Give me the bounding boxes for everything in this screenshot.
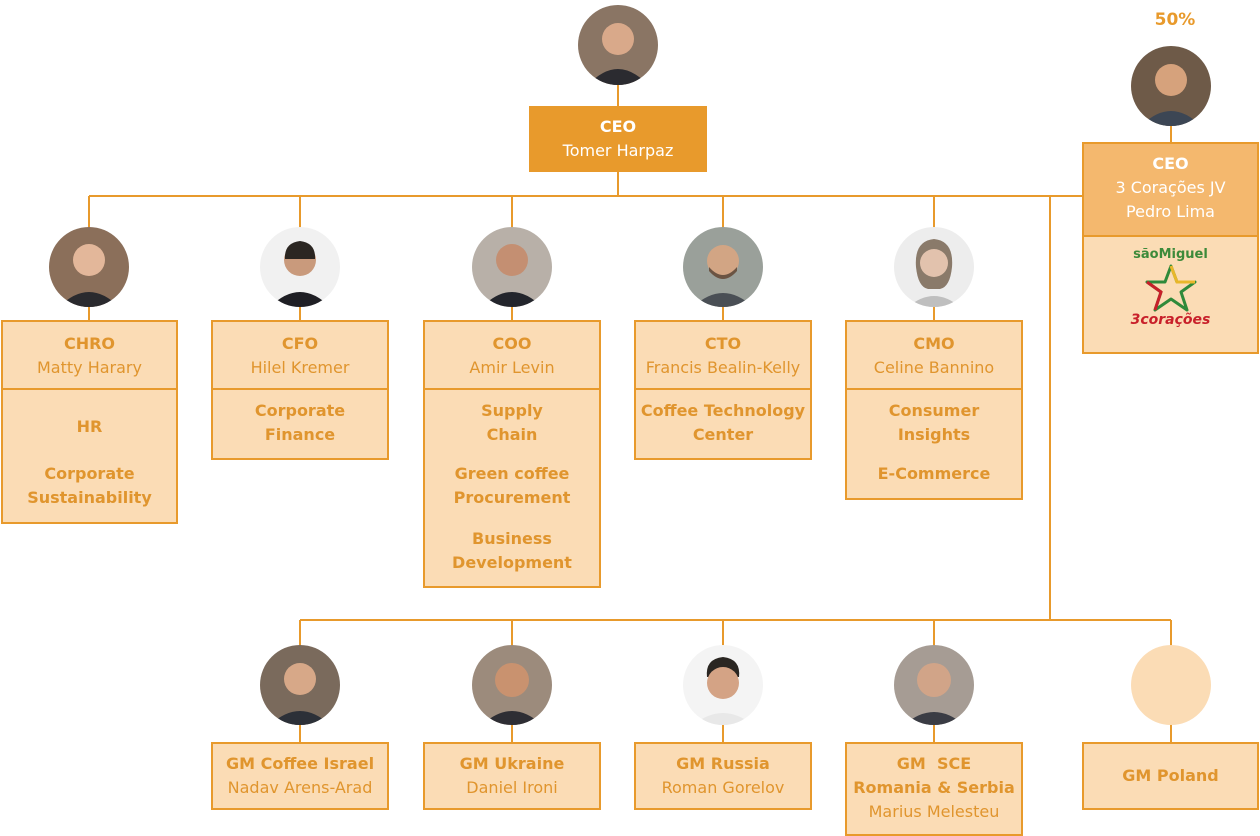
gm-israel-title: GM Coffee Israel xyxy=(225,754,375,773)
unit-corporate-finance: Corporate Finance xyxy=(254,401,346,444)
chro-name: Matty Harary xyxy=(37,358,142,377)
gm-russia-box: GM Russia Roman Gorelov xyxy=(634,742,812,810)
cmo-avatar xyxy=(894,227,974,307)
chro-header: CHRO Matty Harary xyxy=(3,322,176,390)
jv-name: Pedro Lima xyxy=(1126,202,1215,221)
unit-hr: HR xyxy=(76,417,103,436)
coo-avatar xyxy=(472,227,552,307)
cfo-header: CFO Hilel Kremer xyxy=(213,322,387,390)
tres-coracoes-logo: 3corações xyxy=(1130,312,1211,328)
cto-avatar xyxy=(683,227,763,307)
gm-ukraine-title: GM Ukraine xyxy=(459,754,565,773)
cto-units: Coffee Technology Center xyxy=(636,390,810,447)
coo-units: Supply Chain Green coffee Procurement Bu… xyxy=(425,390,599,575)
chro-avatar xyxy=(49,227,129,307)
ceo-role: CEO xyxy=(599,117,637,136)
gm-russia-title: GM Russia xyxy=(676,754,770,773)
stake-label: 50% xyxy=(1154,10,1196,30)
gm-israel-avatar xyxy=(260,645,340,725)
jv-logos: sãoMiguel 3corações xyxy=(1084,237,1257,328)
coo-role: COO xyxy=(492,334,532,353)
tres-coracoes-star-icon xyxy=(1084,262,1257,318)
cmo-role: CMO xyxy=(913,334,955,353)
gm-poland-title: GM Poland xyxy=(1122,766,1219,785)
jv-role: CEO xyxy=(1152,154,1189,173)
gm-sce-box: GM SCE Romania & Serbia Marius Melesteu xyxy=(845,742,1023,836)
gm-russia-avatar xyxy=(683,645,763,725)
ceo-name: Tomer Harpaz xyxy=(562,141,674,160)
ceo-box: CEO Tomer Harpaz xyxy=(529,106,707,172)
cmo-units: Consumer Insights E-Commerce xyxy=(847,390,1021,486)
gm-ukraine-box: GM Ukraine Daniel Ironi xyxy=(423,742,601,810)
cmo-name: Celine Bannino xyxy=(873,358,995,377)
coo-header: COO Amir Levin xyxy=(425,322,599,390)
cto-name: Francis Bealin-Kelly xyxy=(645,358,801,377)
gm-israel-name: Nadav Arens-Arad xyxy=(227,778,373,797)
cfo-avatar xyxy=(260,227,340,307)
gm-poland-avatar-placeholder xyxy=(1131,645,1211,725)
gm-sce-subtitle: Romania & Serbia xyxy=(853,778,1015,797)
unit-supply-chain: Supply Chain xyxy=(481,401,543,444)
cto-role: CTO xyxy=(704,334,742,353)
cfo-box: CFO Hilel Kremer Corporate Finance xyxy=(211,320,389,460)
chro-box: CHRO Matty Harary HR Corporate Sustainab… xyxy=(1,320,178,524)
gm-israel-box: GM Coffee Israel Nadav Arens-Arad xyxy=(211,742,389,810)
coo-name: Amir Levin xyxy=(469,358,555,377)
cto-box: CTO Francis Bealin-Kelly Coffee Technolo… xyxy=(634,320,812,460)
cfo-name: Hilel Kremer xyxy=(250,358,350,377)
coo-box: COO Amir Levin Supply Chain Green coffee… xyxy=(423,320,601,588)
cmo-box: CMO Celine Bannino Consumer Insights E-C… xyxy=(845,320,1023,500)
cfo-role: CFO xyxy=(281,334,319,353)
cmo-header: CMO Celine Bannino xyxy=(847,322,1021,390)
gm-ukraine-avatar xyxy=(472,645,552,725)
unit-coffee-technology-center: Coffee Technology Center xyxy=(640,401,806,444)
gm-ukraine-name: Daniel Ironi xyxy=(466,778,558,797)
chro-role: CHRO xyxy=(63,334,116,353)
jv-ceo-avatar xyxy=(1131,46,1211,126)
sao-miguel-logo: sãoMiguel xyxy=(1133,247,1208,262)
jv-header: CEO 3 Corações JV Pedro Lima xyxy=(1084,144,1257,237)
gm-sce-title: GM SCE xyxy=(896,754,972,773)
gm-russia-name: Roman Gorelov xyxy=(661,778,785,797)
unit-corporate-sustainability: Corporate Sustainability xyxy=(27,464,152,507)
unit-consumer-insights: Consumer Insights xyxy=(888,401,980,444)
ceo-avatar xyxy=(578,5,658,85)
unit-business-development: Business Development xyxy=(452,529,572,572)
gm-sce-avatar xyxy=(894,645,974,725)
jv-company: 3 Corações JV xyxy=(1115,178,1226,197)
cto-header: CTO Francis Bealin-Kelly xyxy=(636,322,810,390)
unit-e-commerce: E-Commerce xyxy=(877,464,991,483)
unit-green-coffee-procurement: Green coffee Procurement xyxy=(453,464,571,507)
jv-box: CEO 3 Corações JV Pedro Lima sãoMiguel 3… xyxy=(1082,142,1259,354)
gm-poland-box: GM Poland xyxy=(1082,742,1259,810)
chro-units: HR Corporate Sustainability xyxy=(3,390,176,510)
cfo-units: Corporate Finance xyxy=(213,390,387,447)
gm-sce-name: Marius Melesteu xyxy=(868,802,1000,821)
